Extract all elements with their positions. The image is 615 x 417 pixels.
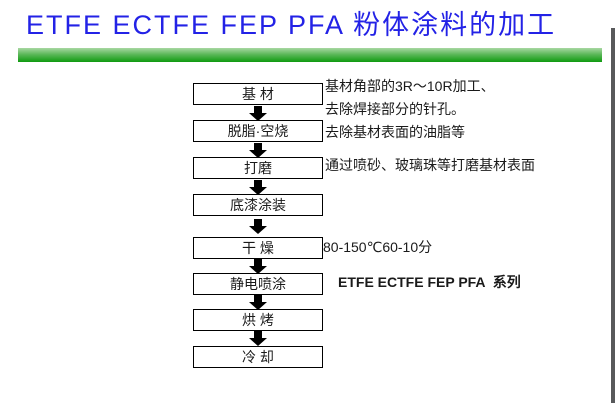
arrow-head: [249, 187, 267, 195]
flow-step-drying: 干 燥: [193, 237, 323, 259]
annotation-sanding: 通过喷砂、玻璃珠等打磨基材表面: [325, 157, 535, 173]
down-arrow-icon: [249, 143, 267, 158]
annotation-substrate-2: 去除焊接部分的针孔。: [325, 101, 465, 117]
arrow-shaft: [254, 106, 262, 113]
flow-step-baking: 烘 烤: [193, 309, 323, 331]
title-underline-bar: [18, 48, 602, 62]
flow-step-primer-coating: 底漆涂装: [193, 194, 323, 216]
slide-right-shadow: [611, 28, 615, 403]
arrow-shaft: [254, 295, 262, 302]
down-arrow-icon: [249, 180, 267, 195]
arrow-head: [249, 302, 267, 310]
flow-step-electrostatic-spray: 静电喷涂: [193, 273, 323, 295]
arrow-head: [249, 226, 267, 234]
arrow-head: [249, 150, 267, 158]
arrow-shaft: [254, 180, 262, 187]
arrow-shaft: [254, 331, 262, 338]
arrow-shaft: [254, 219, 262, 226]
down-arrow-icon: [249, 295, 267, 310]
arrow-head: [249, 266, 267, 274]
down-arrow-icon: [249, 106, 267, 121]
annotation-degrease: 去除基材表面的油脂等: [325, 124, 465, 140]
down-arrow-icon: [249, 219, 267, 234]
flow-step-cooling: 冷 却: [193, 346, 323, 368]
flow-step-degrease-bake: 脱脂·空烧: [193, 120, 323, 142]
arrow-shaft: [254, 259, 262, 266]
down-arrow-icon: [249, 331, 267, 346]
flow-step-substrate: 基 材: [193, 83, 323, 105]
arrow-shaft: [254, 143, 262, 150]
arrow-head: [249, 113, 267, 121]
down-arrow-icon: [249, 259, 267, 274]
slide-title: ETFE ECTFE FEP PFA 粉体涂料的加工: [26, 10, 557, 40]
annotation-spray-series: ETFE ECTFE FEP PFA 系列: [338, 274, 521, 290]
annotation-substrate-1: 基材角部的3R～10R加工、: [325, 78, 495, 94]
flow-step-sanding: 打磨: [193, 157, 323, 179]
arrow-head: [249, 338, 267, 346]
annotation-drying-temp: 80-150℃60-10分: [323, 239, 433, 255]
